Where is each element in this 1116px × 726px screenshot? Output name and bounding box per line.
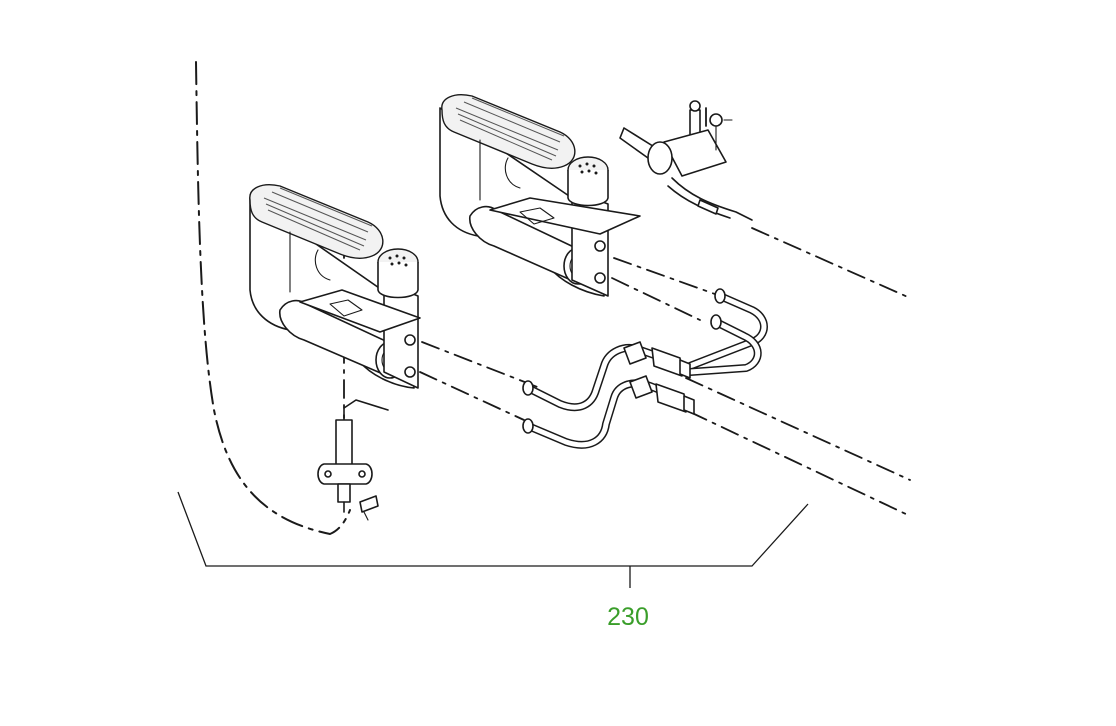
cable-centerline <box>751 227 911 299</box>
igniter-electrode <box>317 399 389 521</box>
assembly-centerlines <box>343 107 911 517</box>
group-bracket <box>177 491 809 588</box>
burner-right <box>439 94 641 297</box>
callout-number: 230 <box>607 603 649 631</box>
phantom-outline <box>195 61 351 536</box>
burner-left <box>249 184 421 389</box>
valve-assembly <box>619 100 753 221</box>
gas-pipes <box>522 288 768 449</box>
